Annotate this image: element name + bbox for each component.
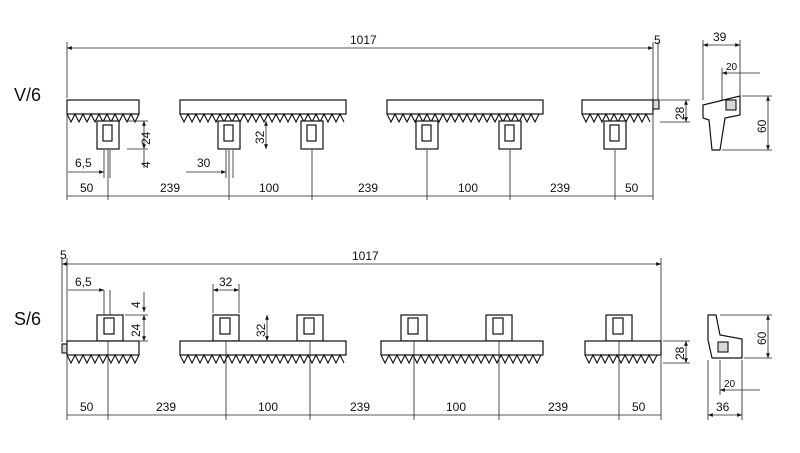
bracket [296,314,324,342]
dim-spacing: 100 [446,400,466,414]
dim-spacing: 239 [548,400,568,414]
rack-segment [380,340,544,365]
dim-bracket-w: 32 [253,130,267,144]
dim-spacing: 100 [458,181,478,195]
dim-spacing: 239 [550,181,570,195]
end-profile [707,314,743,359]
rack-segment [66,99,140,124]
bracket [498,120,522,150]
bracket [96,120,120,150]
bracket [96,314,124,342]
dim-bracket-h: 24 [129,323,143,337]
dim-total: 1017 [352,249,379,263]
dim-bracket-h: 24 [139,131,153,145]
dim-bracket-h2: 32 [254,323,268,337]
dim-spacing: 100 [259,181,279,195]
rack-segment [179,340,347,365]
dim-end-w: 39 [713,30,727,44]
dim-rack-h: 28 [673,346,687,360]
rack-segment [61,340,140,365]
bracket [300,120,324,150]
dim-bracket-w: 32 [219,275,233,289]
dim-gap: 5 [60,248,67,262]
rack-segment [179,99,347,124]
dim-end-w: 36 [716,400,730,414]
dim-spacing: 100 [258,400,278,414]
dim-spacing: 239 [350,400,370,414]
end-profile [702,95,741,151]
dim-end-inner: 20 [724,379,736,390]
dim-rack-h: 28 [673,106,687,120]
dim-total: 1017 [350,33,377,47]
view-label-v6: V/6 [14,85,41,105]
bracket [212,314,240,342]
dim-end-h: 60 [755,331,769,345]
dim-end-inner: 20 [726,62,738,73]
dim-spacing: 239 [156,400,176,414]
bracket [400,314,428,342]
rack-segment [386,99,544,124]
dim-hole-offset: 6,5 [75,156,92,170]
dim-hole-spacing: 30 [197,156,211,170]
dim-bracket-gap: 4 [139,161,153,168]
dim-hole-offset: 6,5 [75,275,92,289]
dim-gap: 5 [654,33,661,47]
bracket [415,120,439,150]
dim-spacing: 239 [160,181,180,195]
dim-spacing: 50 [632,400,646,414]
rack-segment [581,99,660,124]
bracket [217,120,241,150]
dim-bracket-gap: 4 [129,301,143,308]
dim-end-h: 60 [755,119,769,133]
dim-spacing: 50 [80,400,94,414]
dim-spacing: 50 [80,181,94,195]
dim-spacing: 50 [625,181,639,195]
bracket [485,314,513,342]
rack-segment [584,340,662,365]
bracket [605,314,633,342]
view-v6: V/6 1017 5 [14,30,772,200]
dim-spacing: 239 [358,181,378,195]
view-label-s6: S/6 [14,309,41,329]
bracket [603,120,627,150]
view-s6: S/6 5 1017 [14,248,772,420]
